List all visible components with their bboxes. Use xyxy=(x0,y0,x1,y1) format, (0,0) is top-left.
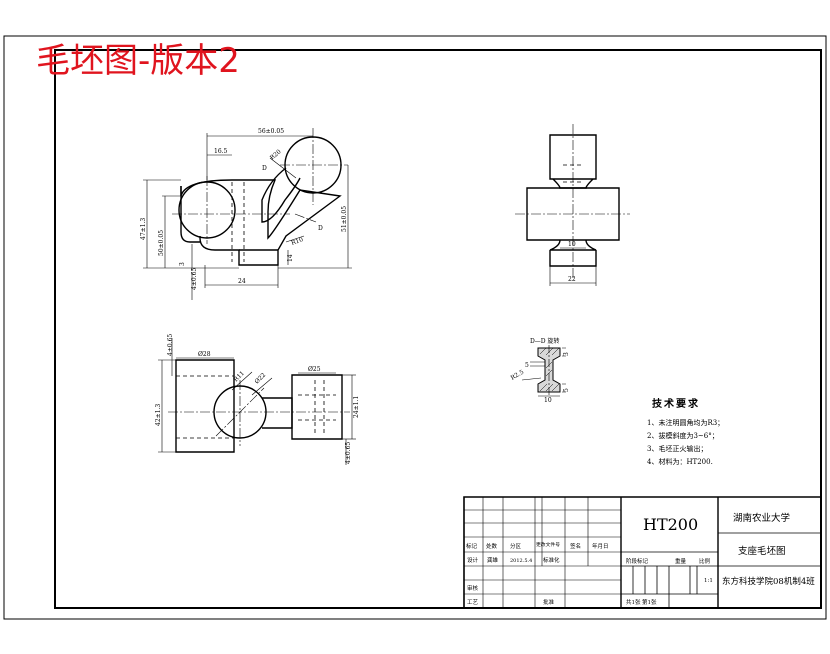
svg-text:2012.5.4: 2012.5.4 xyxy=(510,558,532,564)
svg-text:处数: 处数 xyxy=(486,542,498,550)
svg-text:16.5: 16.5 xyxy=(214,148,228,155)
school-name: 湖南农业大学 xyxy=(733,512,790,524)
title-block xyxy=(464,497,821,608)
overlay-title: 毛坯图-版本2 xyxy=(36,41,240,81)
svg-text:签名: 签名 xyxy=(570,542,581,550)
svg-text:比例: 比例 xyxy=(699,557,711,565)
svg-text:更改文件号: 更改文件号 xyxy=(536,541,560,548)
svg-text:56±0.05: 56±0.05 xyxy=(258,128,284,135)
svg-text:D—D 旋转: D—D 旋转 xyxy=(530,337,560,345)
svg-text:47±1.3: 47±1.3 xyxy=(140,218,147,240)
svg-text:4±0.65: 4±0.65 xyxy=(191,268,198,290)
top-hidden-lines xyxy=(176,376,336,438)
front-dimension-lines xyxy=(143,133,352,300)
inner-frame xyxy=(55,50,821,608)
drawing-name: 支座毛坯图 xyxy=(738,545,786,557)
svg-text:14: 14 xyxy=(287,254,294,262)
svg-text:龚雄: 龚雄 xyxy=(487,556,499,564)
svg-text:阶段标记: 阶段标记 xyxy=(626,557,649,565)
outer-frame xyxy=(4,36,826,619)
svg-text:标准化: 标准化 xyxy=(543,556,560,564)
svg-text:审核: 审核 xyxy=(467,584,479,592)
front-view xyxy=(179,137,341,265)
title-block-text: HT200 湖南农业大学 支座毛坯图 东方科技学院08机制4班 标记 处数 分区… xyxy=(466,512,815,606)
tech-item: 2、拔模斜度为3~6°； xyxy=(647,431,719,440)
svg-text:标记: 标记 xyxy=(466,542,478,550)
svg-text:51±0.05: 51±0.05 xyxy=(341,206,348,232)
svg-text:24±1.1: 24±1.1 xyxy=(353,396,360,418)
svg-text:5: 5 xyxy=(525,362,529,369)
svg-text:1:1: 1:1 xyxy=(704,578,713,584)
front-hidden-lines xyxy=(232,182,244,262)
front-body-outline xyxy=(181,180,340,265)
svg-text:3: 3 xyxy=(563,352,570,356)
material-label: HT200 xyxy=(643,515,698,534)
front-arm-inner xyxy=(262,168,300,222)
svg-text:重量: 重量 xyxy=(675,557,687,565)
side-center-lines xyxy=(515,124,630,280)
svg-text:3: 3 xyxy=(179,262,186,266)
top-right-block xyxy=(292,375,342,439)
tech-item: 3、毛坯正火输出； xyxy=(647,444,707,453)
top-left-block xyxy=(176,360,234,452)
tech-requirements: 技术要求 1、未注明圆角均为R3； 2、拔模斜度为3~6°； 3、毛坯正火输出；… xyxy=(647,397,724,466)
svg-text:4±0.65: 4±0.65 xyxy=(167,334,174,356)
side-dimension-lines xyxy=(550,248,596,286)
svg-text:D: D xyxy=(262,165,267,172)
svg-text:分区: 分区 xyxy=(510,542,522,550)
top-dimension-lines xyxy=(158,338,356,465)
svg-text:24: 24 xyxy=(238,278,246,285)
svg-text:50±0.05: 50±0.05 xyxy=(158,230,165,256)
svg-text:工艺: 工艺 xyxy=(467,599,479,606)
svg-text:R10: R10 xyxy=(290,236,304,247)
svg-text:10: 10 xyxy=(544,397,552,404)
svg-text:4±0.65: 4±0.65 xyxy=(345,442,352,464)
top-center-lines xyxy=(168,380,350,446)
section-view: D—D 旋转 5 3 5 R2.5 10 xyxy=(510,337,571,404)
top-dimension-text: Ø28 Ø25 R11 Ø22 42±1.3 4±0.65 24±1.1 4±0… xyxy=(155,334,360,464)
tech-item: 1、未注明圆角均为R3； xyxy=(647,418,724,427)
svg-text:42±1.3: 42±1.3 xyxy=(155,404,162,426)
svg-text:批准: 批准 xyxy=(543,598,555,606)
college-name: 东方科技学院08机制4班 xyxy=(722,576,815,587)
svg-text:R20: R20 xyxy=(269,148,283,161)
tech-item: 4、材料为：HT200. xyxy=(647,457,713,466)
svg-text:设计: 设计 xyxy=(467,556,479,564)
svg-text:共1张: 共1张 xyxy=(626,598,641,606)
svg-text:Ø28: Ø28 xyxy=(198,351,211,358)
tech-heading: 技术要求 xyxy=(652,397,700,410)
svg-text:5: 5 xyxy=(563,388,570,392)
front-center-lines xyxy=(172,128,348,244)
front-body-left xyxy=(181,186,200,242)
svg-text:第1张: 第1张 xyxy=(642,598,657,606)
side-dim-bottom: 22 xyxy=(568,276,576,283)
svg-text:Ø25: Ø25 xyxy=(308,366,321,373)
svg-text:年月日: 年月日 xyxy=(592,542,609,550)
svg-text:D: D xyxy=(318,225,323,232)
side-dim-inner: 10 xyxy=(568,241,576,248)
